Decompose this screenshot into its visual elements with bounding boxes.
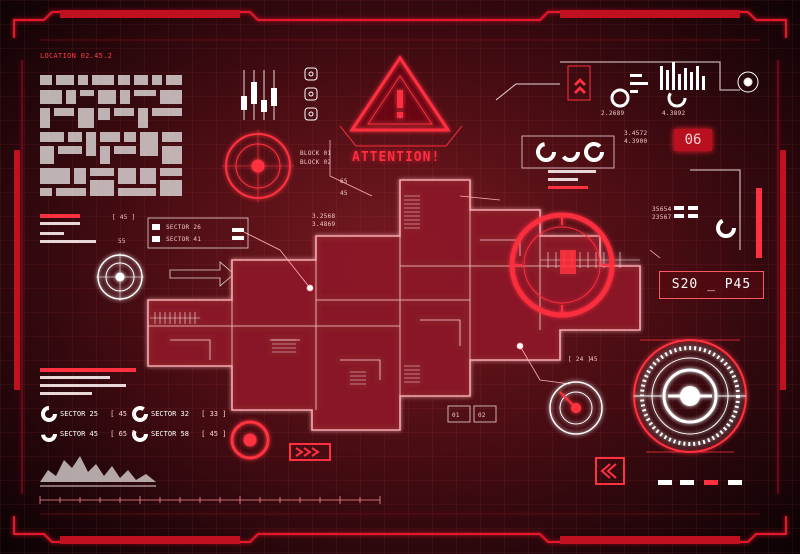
sector-label: SECTOR 25 <box>60 410 98 418</box>
radar-gauge-left <box>96 253 144 301</box>
sector-row-3: SECTOR 45 [ 65 ] <box>60 430 135 438</box>
stat-value-2: 4.3892 <box>662 110 686 117</box>
toggle-switches <box>658 480 742 485</box>
left-frame-bar <box>14 150 20 390</box>
sector-label: SECTOR 58 <box>151 430 189 438</box>
mid-pair-a: 01 <box>452 412 460 419</box>
data-table-bottom <box>447 405 497 423</box>
sector-gauges <box>41 406 148 442</box>
sector-value: [ 45 ] <box>201 430 227 438</box>
pie-gauges-top-right <box>610 88 687 108</box>
location-label: LOCATION 02.45.2 <box>40 52 113 60</box>
top-frame-bar-right <box>560 10 740 18</box>
target-reticle <box>509 212 615 318</box>
bottom-frame-bar-right <box>560 536 740 544</box>
small-gauge-bottom <box>230 420 270 460</box>
top-frame-bar-left <box>60 10 240 18</box>
connector-lines <box>243 140 661 385</box>
map-right-tag-a: [ 24 ] <box>568 356 592 363</box>
stat-value-3: 3.4572 <box>624 130 648 137</box>
map-right-tag-b: 45 <box>590 356 598 363</box>
block-label-2: BLOCK 02 <box>300 159 332 166</box>
map-left-sector-a: SECTOR 26 <box>166 224 202 231</box>
sector-row-1: SECTOR 25 [ 45 ] <box>60 410 135 418</box>
mid-pair-b: 02 <box>478 412 486 419</box>
small-value-a: 3.2568 <box>312 213 336 220</box>
sector-row-4: SECTOR 58 [ 45 ] <box>151 430 226 438</box>
bottom-frame-bar-left <box>60 536 240 544</box>
counter-display: 06 <box>674 129 712 151</box>
stat-value-4: 4.3900 <box>624 138 648 145</box>
chevron-left-icon <box>595 457 625 485</box>
warning-triangle-icon <box>349 55 451 132</box>
sector-value: [ 45 ] <box>110 410 136 418</box>
map-center-tag-b: 45 <box>340 190 348 197</box>
progress-lines <box>548 170 596 189</box>
sector-label: SECTOR 32 <box>151 410 189 418</box>
bottom-scale <box>39 496 381 504</box>
left-sector-panel <box>40 214 249 249</box>
chevron-right-icon <box>289 443 331 461</box>
small-value-b: 3.4869 <box>312 221 336 228</box>
map-left-tag-b: 55 <box>118 238 126 245</box>
donut-row <box>536 142 604 162</box>
level-sliders <box>243 70 275 120</box>
right-frame-bar <box>780 150 786 390</box>
reticle-gauge-left <box>222 130 294 202</box>
block-label-1: BLOCK 01 <box>300 150 332 157</box>
attention-title: ATTENTION! <box>352 150 441 165</box>
block-bars <box>630 74 648 93</box>
bar-graph-top-right <box>660 62 705 90</box>
stat-value-1: 2.2689 <box>601 110 625 117</box>
top-right-panel <box>495 61 759 101</box>
right-info-value-b: 23567 <box>652 214 672 221</box>
dial-knobs <box>304 67 318 121</box>
wave-chart <box>40 456 156 487</box>
map-center-tag-a: 65 <box>340 178 348 185</box>
outer-frame <box>13 11 787 543</box>
city-block-grid <box>40 75 182 196</box>
sector-row-2: SECTOR 32 [ 33 ] <box>151 410 226 418</box>
sector-value: [ 65 ] <box>110 430 136 438</box>
right-info-value-a: 35654 <box>652 206 672 213</box>
progress-bars-left <box>40 368 136 395</box>
sector-code-display: S20 _ P45 <box>659 271 764 299</box>
map-left-tag-a: [ 45 ] <box>112 214 136 221</box>
arrow-indicator-icon <box>169 261 235 287</box>
sector-value: [ 33 ] <box>201 410 227 418</box>
sector-label: SECTOR 45 <box>60 430 98 438</box>
map-left-sector-b: SECTOR 41 <box>166 236 202 243</box>
main-gauge <box>633 339 747 453</box>
radar-gauge-bottom <box>549 381 603 435</box>
stacked-bars-right <box>756 188 762 258</box>
